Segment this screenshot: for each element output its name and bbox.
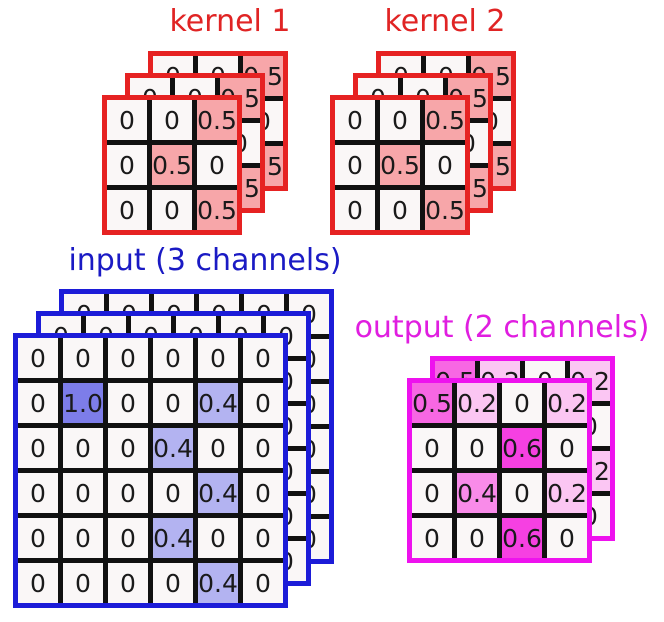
input-cell: 0	[108, 518, 148, 558]
input-label: input (3 channels)	[68, 243, 342, 278]
kernel-2-cell: 0	[335, 100, 375, 140]
input-cell: 1.0	[63, 383, 103, 423]
input-cell: 0	[18, 518, 58, 558]
input-cell: 0	[63, 428, 103, 468]
output-cell: 0	[412, 428, 452, 468]
input-cell: 0	[108, 473, 148, 513]
kernel-1-cell: 0	[152, 190, 192, 230]
input-cell: 0	[243, 563, 283, 603]
input-cell: 0	[63, 473, 103, 513]
input-cell: 0	[18, 383, 58, 423]
input-cell: 0	[153, 563, 193, 603]
input-cell: 0	[108, 428, 148, 468]
input-cell: 0	[18, 473, 58, 513]
input-cell: 0.4	[153, 428, 193, 468]
kernel-2-label: kernel 2	[384, 4, 506, 39]
output-cell: 0	[502, 383, 542, 423]
output-cell: 0	[457, 428, 497, 468]
kernel-2-cell: 0	[335, 145, 375, 185]
input-cell: 0	[108, 338, 148, 378]
output-cell: 0	[412, 473, 452, 513]
input-cell: 0	[63, 518, 103, 558]
input-cell: 0.4	[198, 473, 238, 513]
output-cell: 0	[412, 518, 452, 558]
input-cell: 0	[198, 518, 238, 558]
input-cell: 0	[153, 338, 193, 378]
output-label: output (2 channels)	[354, 310, 650, 345]
output-cell: 0.6	[502, 428, 542, 468]
output-cell: 0.5	[412, 383, 452, 423]
input-cell: 0.4	[153, 518, 193, 558]
input-cell: 0	[108, 383, 148, 423]
input-cell: 0	[243, 338, 283, 378]
input-cell: 0	[243, 428, 283, 468]
kernel-2-cell: 0	[425, 145, 465, 185]
input-cell: 0	[243, 518, 283, 558]
output-cell: 0	[502, 473, 542, 513]
kernel-1-cell: 0.5	[152, 145, 192, 185]
kernel-2-cell: 0.5	[425, 100, 465, 140]
kernel-2-cell: 0	[380, 100, 420, 140]
kernel-2-cell: 0.5	[425, 190, 465, 230]
output-cell: 0	[547, 428, 587, 468]
input-cell: 0	[63, 563, 103, 603]
input-cell: 0	[18, 563, 58, 603]
input-cell: 0	[198, 338, 238, 378]
kernel-1-cell: 0	[107, 100, 147, 140]
output-cell: 0	[547, 518, 587, 558]
input-cell: 0	[198, 428, 238, 468]
input-cell: 0	[18, 428, 58, 468]
kernel-1-cell: 0	[107, 145, 147, 185]
input-cell: 0.4	[198, 383, 238, 423]
input-cell: 0	[153, 383, 193, 423]
kernel-1-cell: 0	[107, 190, 147, 230]
input-cell: 0	[243, 383, 283, 423]
kernel-1-label: kernel 1	[169, 4, 291, 39]
output-cell: 0.2	[547, 473, 587, 513]
input-cell: 0	[108, 563, 148, 603]
output-cell: 0.4	[457, 473, 497, 513]
kernel-1-cell: 0	[152, 100, 192, 140]
kernel-2-cell: 0	[335, 190, 375, 230]
input-cell: 0	[18, 338, 58, 378]
output-cell: 0.6	[502, 518, 542, 558]
input-cell: 0.4	[198, 563, 238, 603]
input-cell: 0	[63, 338, 103, 378]
input-cell: 0	[153, 473, 193, 513]
kernel-1-cell: 0.5	[197, 190, 237, 230]
kernel-1-cell: 0	[197, 145, 237, 185]
output-cell: 0.2	[457, 383, 497, 423]
input-cell: 0	[243, 473, 283, 513]
kernel-2-cell: 0.5	[380, 145, 420, 185]
kernel-1-cell: 0.5	[197, 100, 237, 140]
kernel-2-cell: 0	[380, 190, 420, 230]
output-cell: 0.2	[547, 383, 587, 423]
output-cell: 0	[457, 518, 497, 558]
